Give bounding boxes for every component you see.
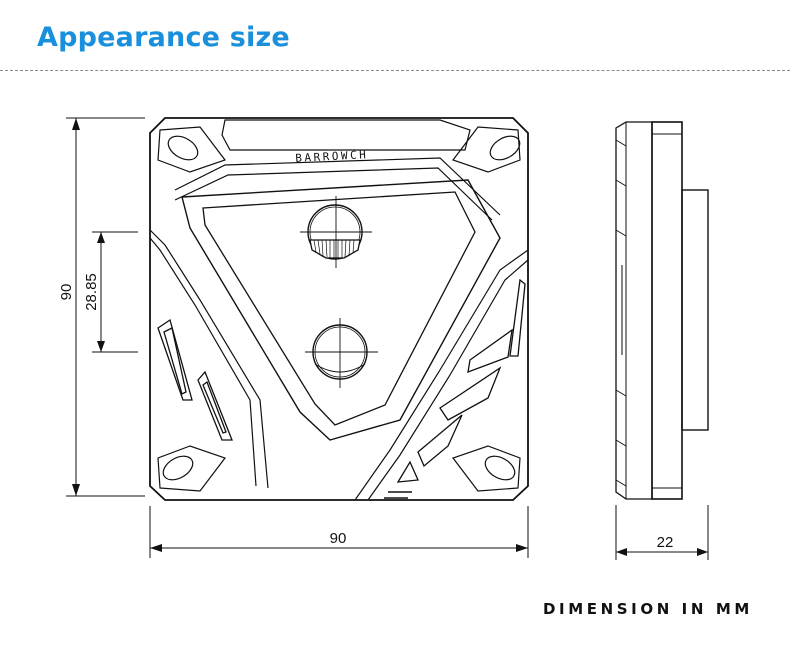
accent-lights-right [384, 278, 526, 499]
dimension-port-spacing [92, 231, 138, 353]
side-body [651, 121, 683, 500]
triangle-inner [202, 191, 476, 426]
brand-plate [221, 119, 471, 151]
front-view: BARROWCH [149, 117, 529, 501]
dimension-height [66, 117, 145, 497]
triangle-outer [181, 179, 501, 441]
port-outlet [305, 318, 378, 388]
block-outline [149, 117, 529, 501]
dimension-depth [615, 505, 709, 560]
port-inlet [300, 196, 372, 268]
side-view [615, 121, 709, 500]
dimension-depth-label: 22 [657, 534, 674, 551]
mounting-slots [157, 126, 521, 492]
mounting-slot-bottom-right [452, 445, 521, 492]
mounting-slot-top-left [157, 126, 226, 173]
dimension-height-label: 90 [58, 284, 75, 301]
dimension-port-spacing-label: 28.85 [83, 273, 100, 311]
side-backplate [615, 121, 653, 500]
dimension-width-label: 90 [330, 530, 347, 547]
mounting-slot-bottom-left [157, 445, 226, 492]
units-note: DIMENSION IN MM [543, 600, 753, 618]
page-title: Appearance size [37, 22, 290, 53]
dimension-width [149, 506, 529, 558]
accent-lights-left [157, 318, 233, 441]
side-cold-plate [681, 189, 709, 431]
title-divider [0, 70, 790, 71]
mounting-slot-top-right [452, 126, 521, 173]
frame-lines [149, 157, 529, 501]
